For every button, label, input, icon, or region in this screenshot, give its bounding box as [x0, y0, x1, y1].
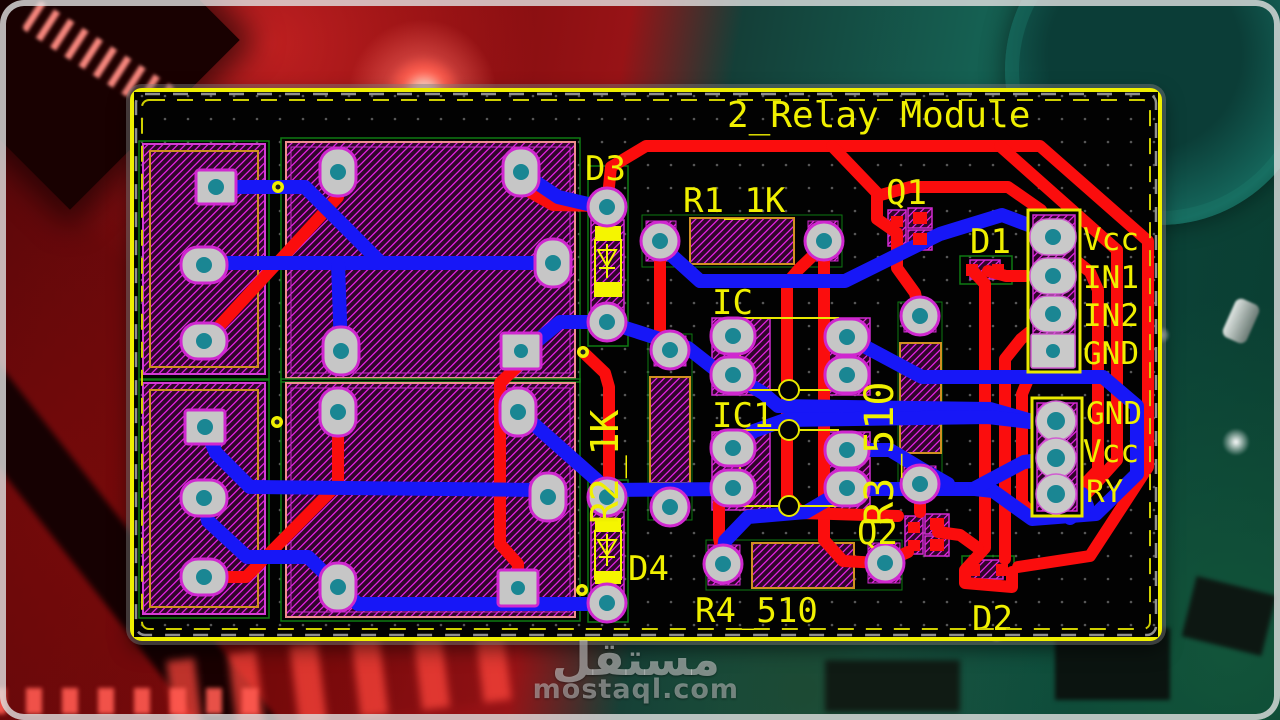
- board-outline-dashes: [134, 92, 1158, 637]
- label-q1: Q1: [886, 173, 927, 213]
- pcb-layout-svg: 2_Relay Module D3 R1_1K IC IC1 R2_1K R3_…: [134, 92, 1158, 637]
- pin-label-gnd: GND: [1083, 336, 1139, 372]
- label-ic: IC: [712, 283, 753, 323]
- label-ic1: IC1: [712, 396, 773, 436]
- background-smd-row-2: [0, 688, 260, 714]
- background-glint: [1222, 428, 1250, 456]
- label-d1: D1: [970, 222, 1011, 262]
- label-r4: R4_510: [695, 591, 818, 631]
- pcb-layout-panel: 2_Relay Module D3 R1_1K IC IC1 R2_1K R3_…: [130, 88, 1162, 641]
- pin-label-ry: RY: [1086, 474, 1124, 510]
- drill-holes: [196, 164, 1065, 611]
- label-r3: R3_510: [857, 382, 903, 527]
- pin-label-in1: IN1: [1083, 260, 1139, 296]
- pin-label-vcc: Vcc: [1083, 222, 1139, 258]
- label-d3: D3: [585, 149, 626, 189]
- label-r1: R1_1K: [683, 181, 786, 221]
- label-q2: Q2: [857, 513, 898, 553]
- pin-label-gnd2: GND: [1086, 396, 1142, 432]
- silkscreen-labels: 2_Relay Module D3 R1_1K IC IC1 R2_1K R3_…: [583, 95, 1142, 637]
- vias: [271, 181, 589, 596]
- board-title: 2_Relay Module: [727, 95, 1030, 136]
- label-d2: D2: [972, 599, 1013, 637]
- relay-footprints: [138, 137, 581, 622]
- label-d4: D4: [628, 549, 669, 589]
- label-r2: R2_1K: [583, 409, 628, 524]
- pads: [179, 146, 1077, 624]
- background-chip-b: [825, 660, 960, 712]
- pin-label-vcc2: Vcc: [1083, 434, 1139, 470]
- pin-label-in2: IN2: [1083, 298, 1139, 334]
